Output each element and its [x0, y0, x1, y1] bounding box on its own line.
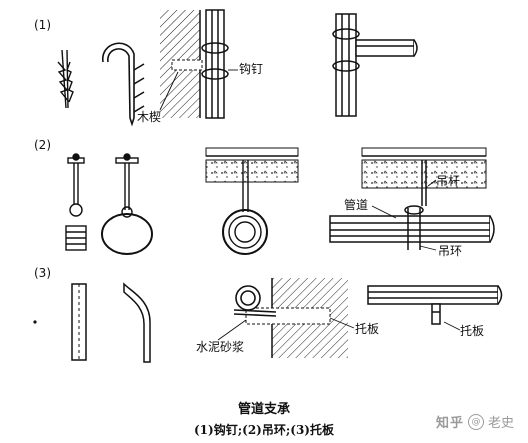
- hanger-ring-front: [101, 153, 153, 255]
- section-label-3: (3): [34, 266, 51, 280]
- label-hook-nail: 钩钉: [239, 62, 264, 76]
- figure-title: 管道支承: [237, 402, 290, 417]
- section-label-2: (2): [34, 138, 51, 152]
- label-hanger-rod: 吊杆: [436, 174, 461, 188]
- support-plate-side: [71, 283, 87, 361]
- label-support-plate-pipe: 托板: [460, 324, 485, 338]
- watermark-brand: 知乎: [435, 416, 464, 431]
- figure-caption: (1)钩钉;(2)吊环;(3)托板: [194, 423, 334, 437]
- support-plate-bent: [123, 282, 151, 363]
- label-support-plate-wall: 托板: [355, 322, 380, 336]
- ceiling-with-hanger: [205, 147, 299, 255]
- watermark: 知乎 @ 老史: [436, 412, 514, 431]
- stray-dot: [33, 320, 37, 324]
- hook-nail-curved: [102, 42, 145, 127]
- section-label-1: (1): [34, 18, 51, 32]
- at-icon: @: [467, 413, 484, 430]
- watermark-author: 老史: [487, 416, 514, 431]
- hanger-ring-side: [65, 153, 87, 251]
- ceiling-with-pipe-and-ring: [329, 147, 495, 251]
- wall-with-hook-nail: [159, 9, 238, 119]
- pipe-on-support-plate: [367, 285, 503, 331]
- label-cement-mortar: 水泥砂浆: [196, 340, 245, 354]
- label-hanger-ring: 吊环: [438, 244, 463, 258]
- wall-with-support-plate: [217, 278, 355, 358]
- hook-nail-straight: [57, 49, 74, 109]
- label-pipe: 管道: [344, 198, 369, 212]
- label-wood-wedge: 木楔: [137, 110, 162, 124]
- pipe-tee-with-hook: [332, 13, 418, 117]
